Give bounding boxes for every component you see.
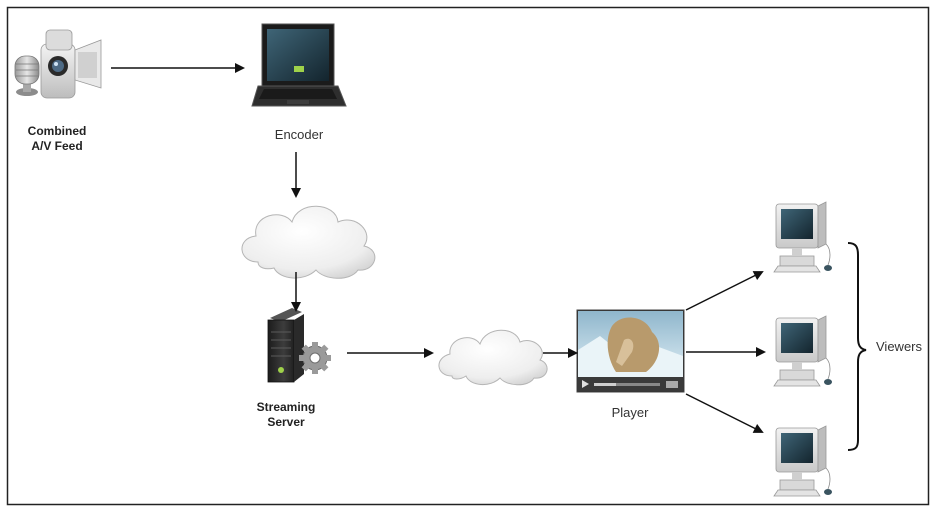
av-feed-label-line2: A/V Feed — [31, 139, 82, 153]
viewers-group — [773, 201, 832, 497]
diagram-border — [6, 6, 930, 506]
streaming-server-label-line1: Streaming — [257, 400, 316, 414]
viewers-brace — [847, 242, 867, 451]
desktop-computer-icon — [773, 201, 832, 273]
arrow-player-to-viewer-1 — [685, 271, 764, 311]
streaming-server-label-line2: Server — [267, 415, 305, 429]
cloud-icon — [241, 205, 376, 279]
cloud-icon — [438, 329, 548, 386]
camcorder-microphone-icon — [14, 29, 102, 99]
viewers-label: Viewers — [876, 339, 923, 354]
desktop-computer-icon — [773, 315, 832, 387]
av-feed-label-line1: Combined — [28, 124, 87, 138]
server-gear-icon — [267, 308, 331, 383]
player-label: Player — [612, 405, 650, 420]
laptop-icon — [251, 23, 347, 107]
encoder-label: Encoder — [275, 127, 324, 142]
arrow-player-to-viewer-3 — [685, 393, 764, 433]
desktop-computer-icon — [773, 425, 832, 497]
video-player-icon — [576, 309, 685, 393]
